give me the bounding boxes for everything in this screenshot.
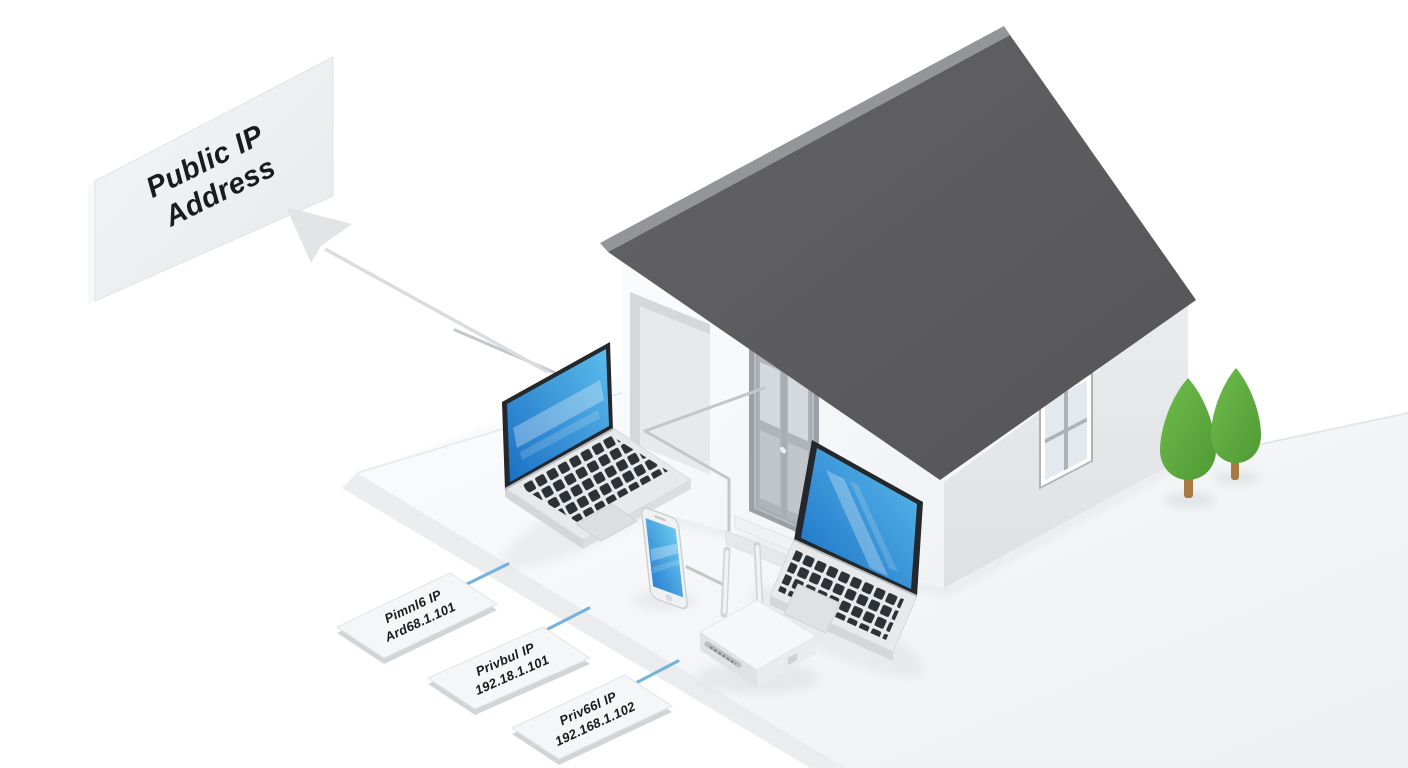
ip-card-3 — [510, 674, 674, 760]
sign-left-bevel — [88, 181, 95, 305]
laptop-right-screen — [801, 448, 917, 589]
sign-face — [94, 56, 334, 302]
laptop-right-trackpad — [783, 583, 841, 634]
public-ip-arrow — [286, 207, 549, 374]
door-knob — [780, 446, 786, 454]
side-wall-window — [1039, 371, 1093, 490]
tree-2 — [1211, 368, 1261, 480]
roof-ridge-edge — [600, 26, 1010, 252]
wifi-router — [699, 541, 817, 688]
laptop-left — [502, 342, 692, 549]
tree-1-shadow — [1164, 492, 1216, 508]
router-top-face — [699, 599, 817, 671]
smartphone-home-button — [665, 594, 673, 602]
tree-2-foliage — [1211, 368, 1261, 463]
house — [600, 26, 1196, 593]
laptop-left-screen-glare-2 — [520, 410, 600, 460]
laptop-left-screen — [507, 349, 609, 482]
roof — [608, 35, 1196, 480]
label-connectors — [465, 562, 680, 686]
laptop-left-screen-glare — [513, 380, 604, 448]
smartphone — [640, 507, 688, 610]
cable-phone-to-router — [685, 565, 726, 587]
public-ip-sign — [88, 56, 334, 305]
ip-card-1 — [335, 572, 499, 659]
laptop-left-hinge — [504, 428, 614, 490]
tree-1-foliage — [1160, 378, 1216, 480]
front-door — [749, 343, 819, 543]
laptop-right-screen-glare-2 — [850, 481, 898, 572]
label-connector-1 — [465, 562, 510, 586]
laptop-right — [769, 440, 923, 661]
label-connector-2 — [546, 606, 591, 631]
router-vent-dashes — [709, 646, 737, 665]
router-port — [788, 653, 797, 665]
smartphone-screen-glare — [650, 543, 678, 562]
smartphone-screen — [645, 518, 684, 598]
private-ip-cards — [335, 572, 674, 765]
laptop-right-keyboard — [778, 548, 905, 640]
label-connector-3 — [632, 659, 680, 686]
arrow-head — [286, 207, 352, 263]
arrow-tail — [324, 247, 549, 374]
platform-front-edge-face — [342, 473, 845, 768]
router-antenna-1-highlight — [722, 550, 729, 614]
laptop-right-hinge — [793, 539, 918, 597]
tree-1 — [1160, 378, 1216, 498]
smartphone-screen-glare-2 — [652, 559, 680, 574]
router-right-face — [757, 636, 816, 688]
smartphone-speaker — [654, 515, 666, 522]
laptop-left-keyboard — [519, 435, 668, 522]
laptop-right-screen-glare — [826, 470, 888, 576]
laptop-left-trackpad — [575, 503, 638, 542]
trees — [1160, 368, 1261, 498]
cable-house-to-router — [643, 386, 766, 532]
laptop-left-base-edge — [505, 488, 583, 549]
ip-card-2 — [426, 626, 592, 710]
